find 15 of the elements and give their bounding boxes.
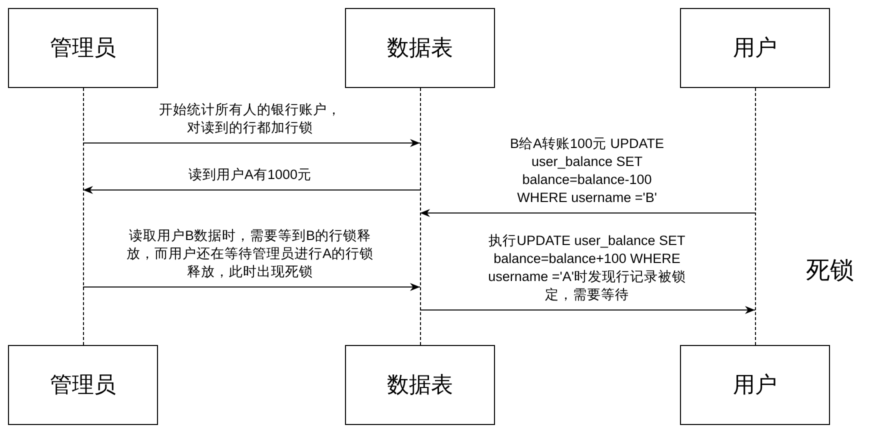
participant-box: 用户 — [680, 345, 830, 425]
lifeline — [755, 88, 756, 345]
participant-box: 数据表 — [345, 345, 495, 425]
participant-box: 管理员 — [8, 8, 158, 88]
note-label: 死锁 — [806, 256, 854, 286]
message-arrow — [420, 306, 756, 314]
message-arrow — [420, 209, 756, 217]
message-arrow — [82, 139, 420, 147]
participant-box: 管理员 — [8, 345, 158, 425]
lifeline — [83, 88, 84, 345]
participant-box: 数据表 — [345, 8, 495, 88]
participant-box: 用户 — [680, 8, 830, 88]
message-arrow — [82, 283, 420, 291]
message-arrow — [82, 186, 420, 194]
lifeline — [420, 88, 421, 345]
